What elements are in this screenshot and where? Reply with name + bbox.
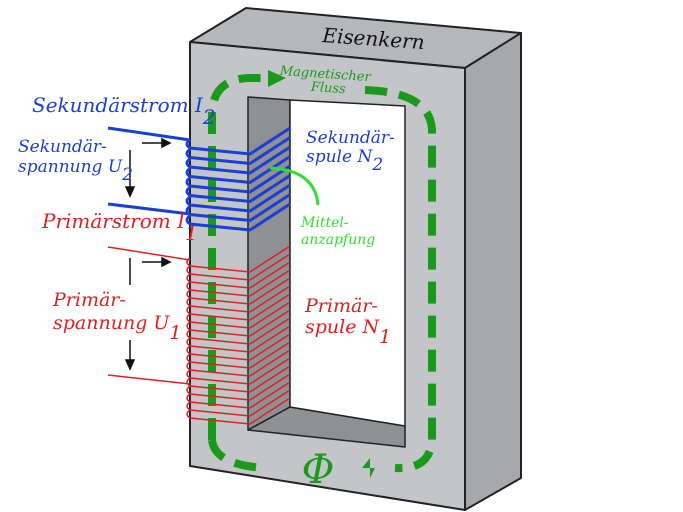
label-primary-coil: Primär- — [304, 295, 378, 317]
core-right-face — [464, 32, 522, 511]
label-primary-current: Primärstrom I1 — [41, 209, 198, 245]
coil-turn — [185, 145, 291, 175]
label-flux-symbol: Φ — [302, 447, 335, 493]
coil-turn — [185, 164, 291, 194]
label-secondary-voltage-2: spannung U2 — [18, 157, 133, 185]
label-secondary-coil-2: spule N2 — [306, 147, 383, 175]
label-primary-coil-2: spule N1 — [305, 316, 391, 348]
coil-turn — [185, 136, 291, 166]
secondary-voltage-arrow-icon — [124, 186, 136, 198]
current-voltage-arrows — [124, 137, 172, 371]
label-secondary-voltage: Sekundär- — [18, 137, 107, 157]
primary-voltage-arrow-icon — [124, 359, 136, 371]
secondary-winding — [185, 126, 291, 232]
label-primary-voltage: Primär- — [52, 289, 126, 311]
magnetic-flux-path — [208, 74, 436, 473]
label-center-tap: Mittel- — [300, 215, 349, 231]
secondary-lead-bottom — [107, 202, 191, 216]
secondary-current-arrow-icon — [161, 137, 172, 149]
label-secondary-coil: Sekundär- — [306, 128, 395, 148]
core-window-opening — [289, 99, 406, 427]
flux-arrow-top-icon — [268, 70, 286, 87]
label-flux: Magnetischer — [278, 64, 372, 85]
primary-winding — [186, 245, 291, 425]
coil-turn — [185, 183, 291, 213]
primary-lead-bottom — [107, 374, 191, 385]
primary-current-arrow-icon — [161, 256, 172, 268]
coil-turn — [185, 193, 291, 223]
label-primary-voltage-2: spannung U1 — [53, 312, 182, 344]
coil-turn — [186, 397, 291, 425]
label-secondary-current: Sekundärstrom I2 — [32, 93, 216, 129]
primary-lead-top — [107, 246, 191, 261]
secondary-lead-top — [107, 126, 191, 142]
label-flux-2: Fluss — [309, 80, 346, 97]
coil-turn — [185, 155, 291, 185]
flux-arrow-bottom-icon — [362, 458, 375, 478]
label-center-tap-2: anzapfung — [301, 232, 375, 248]
center-tap-lead — [269, 166, 320, 206]
coil-turn — [185, 174, 291, 204]
coil-turn — [185, 202, 291, 232]
